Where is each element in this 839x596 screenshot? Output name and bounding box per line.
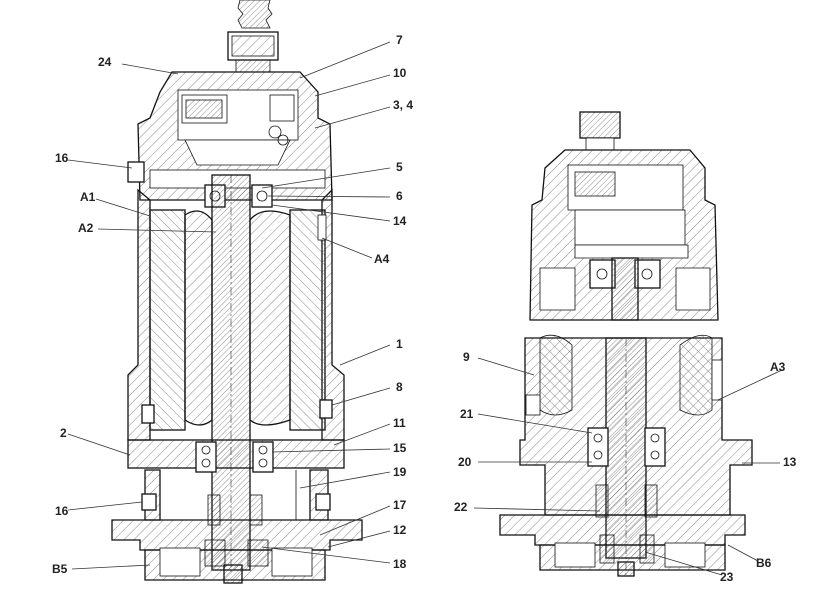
- callout-16-top: 16: [55, 151, 69, 165]
- callout-6: 6: [396, 189, 403, 203]
- callout-A3: A3: [770, 360, 786, 374]
- callout-1: 1: [396, 337, 403, 351]
- leader-lines: [67, 41, 783, 576]
- callout-18: 18: [393, 557, 407, 571]
- callout-2: 2: [60, 426, 67, 440]
- callout-15: 15: [393, 441, 407, 455]
- callout-A4: A4: [374, 252, 390, 266]
- callout-A1: A1: [80, 190, 96, 204]
- callout-A2: A2: [78, 221, 94, 235]
- right-lower-view: [499, 334, 753, 577]
- right-upper-view: [529, 111, 719, 321]
- cable-entry: [227, 0, 279, 73]
- callout-7: 7: [396, 33, 403, 47]
- callout-19: 19: [393, 465, 407, 479]
- callout-9: 9: [463, 350, 470, 364]
- callout-12: 12: [393, 523, 407, 537]
- callout-B5: B5: [52, 562, 68, 576]
- callout-labels-right: 9 A3 21 20 13 22 B6 23: [454, 350, 797, 584]
- callout-8: 8: [396, 380, 403, 394]
- callout-3-4: 3, 4: [393, 98, 413, 112]
- callout-20: 20: [458, 455, 472, 469]
- callout-22: 22: [454, 500, 468, 514]
- callout-B6: B6: [756, 556, 772, 570]
- callout-5: 5: [396, 160, 403, 174]
- callout-17: 17: [393, 498, 407, 512]
- callout-13: 13: [783, 455, 797, 469]
- callout-11: 11: [393, 416, 406, 430]
- motor-casing: [127, 188, 151, 441]
- main-section-view: [111, 0, 363, 584]
- callout-23: 23: [720, 570, 734, 584]
- callout-labels-main: 7 24 10 3, 4 16 5 A1 6 A2 14 A4 1 8 2 11…: [52, 33, 413, 576]
- callout-24: 24: [98, 55, 112, 69]
- callout-16-bottom: 16: [55, 504, 69, 518]
- bottom-flange: [111, 519, 363, 551]
- callout-10: 10: [393, 66, 407, 80]
- callout-21: 21: [460, 407, 474, 421]
- callout-14: 14: [393, 214, 407, 228]
